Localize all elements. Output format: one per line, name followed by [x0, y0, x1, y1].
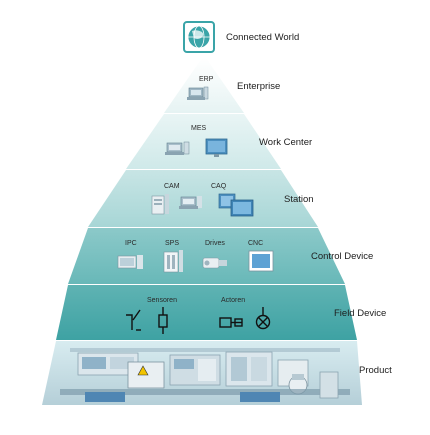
computer-icon: [165, 141, 190, 155]
level-label-control-device: Control Device: [311, 251, 373, 262]
computer-icon: [179, 196, 202, 209]
level-label-work-center: Work Center: [259, 137, 312, 148]
system-label-cnc: CNC: [248, 240, 263, 247]
monitor-icon: [248, 250, 274, 272]
monitor-icon: [205, 138, 228, 157]
globe-icon: [183, 21, 215, 53]
sensor-coil-icon: [158, 307, 168, 334]
actuator-valve-icon: [255, 307, 271, 330]
factory-illustration: [60, 348, 350, 402]
level-label-station: Station: [284, 194, 314, 205]
level-label-connected-world: Connected World: [226, 32, 299, 43]
tier-enterprise: [164, 58, 244, 113]
tier-station: [88, 170, 318, 227]
level-label-field-device: Field Device: [334, 308, 386, 319]
tier-work-center: [126, 114, 281, 169]
system-label-sps: SPS: [165, 240, 179, 247]
computer-icon: [117, 255, 143, 269]
system-label-ipc: IPC: [125, 240, 137, 247]
system-label-actoren: Actoren: [221, 297, 245, 304]
system-label-drives: Drives: [205, 240, 225, 247]
system-label-sensoren: Sensoren: [147, 297, 177, 304]
tier-control-device: [68, 228, 345, 284]
tier-field-device: [56, 285, 357, 340]
level-label-enterprise: Enterprise: [237, 81, 280, 92]
computer-icon: [187, 86, 209, 100]
system-label-mes: MES: [191, 125, 207, 132]
system-label-erp: ERP: [199, 76, 214, 83]
system-label-cam: CAM: [164, 183, 180, 190]
drive-icon: [202, 257, 227, 269]
level-label-product: Product: [359, 365, 392, 376]
system-label-caq: CAQ: [211, 183, 227, 190]
server-icon: [151, 194, 169, 215]
server-icon: [163, 250, 183, 273]
monitor-icon: [218, 193, 254, 217]
actuator-solenoid-icon: [219, 317, 243, 328]
sensor-switch-icon: [126, 309, 141, 331]
